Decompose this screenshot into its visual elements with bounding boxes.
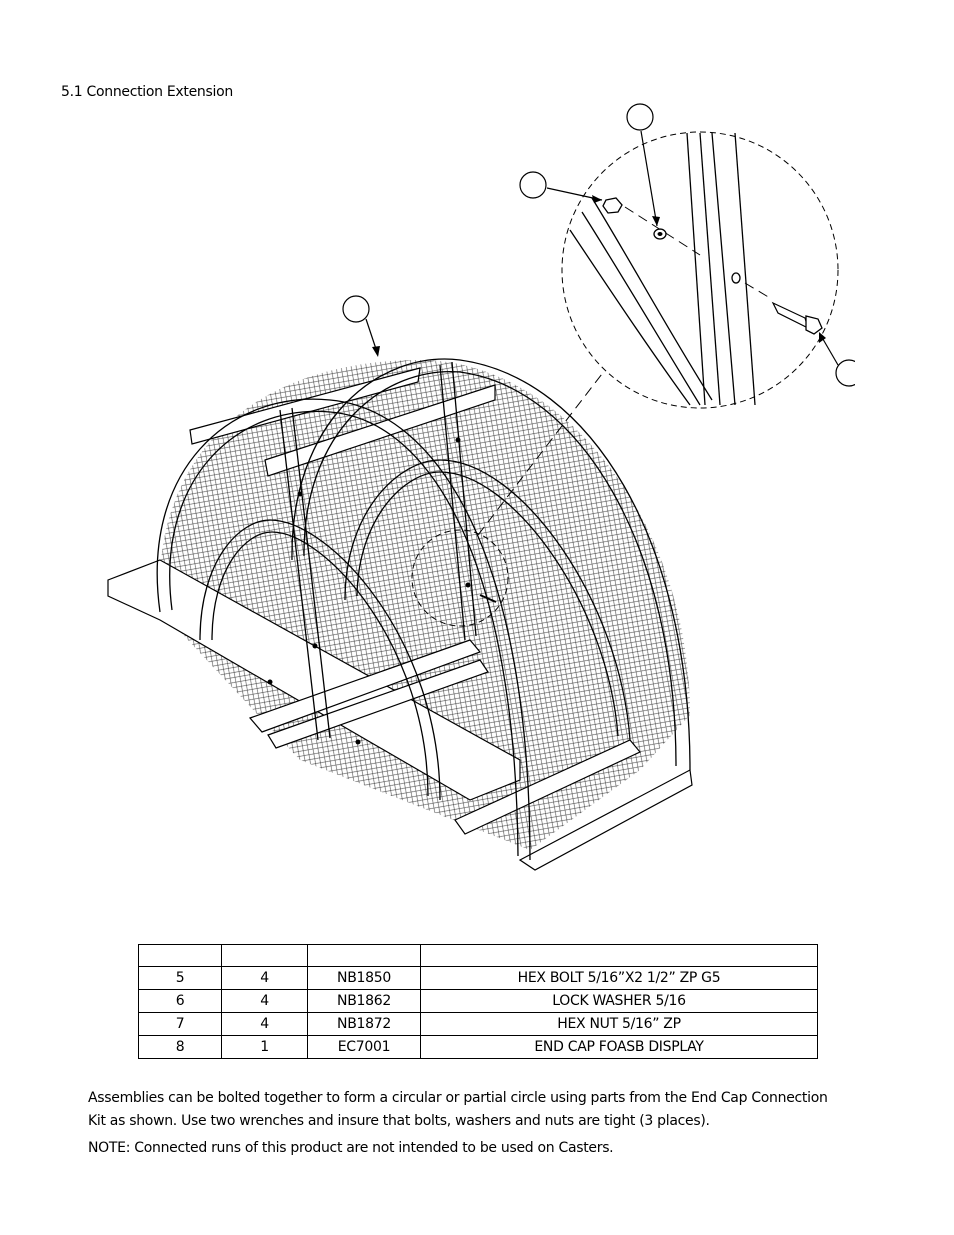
base-tube-left (107, 559, 521, 801)
base-tube-rear (518, 769, 693, 871)
part-number: NB1862 (307, 989, 421, 1013)
arch-inner-2 (344, 459, 631, 741)
description: HEX BOLT 5/16”X2 1/2” ZP G5 (420, 966, 818, 990)
instruction-line-2: Kit as shown. Use two wrenches and insur… (88, 1113, 710, 1129)
section-title: 5.1 Connection Extension (61, 84, 233, 100)
part-number: NB1850 (307, 966, 421, 990)
header-part (307, 944, 421, 967)
quantity: 4 (221, 1012, 308, 1036)
top-tube-2 (189, 367, 421, 445)
instruction-line-1: Assemblies can be bolted together to for… (88, 1090, 828, 1106)
description: HEX NUT 5/16” ZP (420, 1012, 818, 1036)
table-row: 5 4 NB1850 HEX BOLT 5/16”X2 1/2” ZP G5 (138, 966, 818, 990)
description: END CAP FOASB DISPLAY (420, 1035, 818, 1059)
callout-balloon-assembly (342, 295, 370, 323)
header-qty (221, 944, 308, 967)
parts-table: 5 4 NB1850 HEX BOLT 5/16”X2 1/2” ZP G5 6… (138, 944, 818, 1059)
post-1 (279, 409, 319, 741)
arch-outer-2 (291, 358, 691, 771)
quantity: 4 (221, 966, 308, 990)
post-2 (439, 364, 466, 641)
detail-circle-large (561, 131, 839, 409)
header-description (420, 944, 818, 967)
post-1b (291, 407, 331, 739)
description: LOCK WASHER 5/16 (420, 989, 818, 1013)
table-header-row (138, 944, 818, 967)
arch-outer-2b (303, 370, 677, 767)
instruction-paragraph: Assemblies can be bolted together to for… (88, 1087, 848, 1133)
note-text: NOTE: Connected runs of this product are… (88, 1140, 614, 1156)
top-tube-1 (264, 384, 496, 477)
part-number: EC7001 (307, 1035, 421, 1059)
quantity: 1 (221, 1035, 308, 1059)
arch-outer-1b (169, 410, 519, 857)
item-number: 6 (138, 989, 222, 1013)
callout-balloon-top (626, 103, 654, 131)
part-number: NB1872 (307, 1012, 421, 1036)
arch-inner-1b (211, 531, 429, 797)
header-item (138, 944, 222, 967)
bolt-hole (731, 272, 741, 284)
callout-balloon-right (835, 359, 855, 387)
post-2b (451, 361, 477, 637)
callout-balloon-left (519, 171, 547, 199)
item-number: 8 (138, 1035, 222, 1059)
hex-nut (602, 197, 623, 214)
table-row: 8 1 EC7001 END CAP FOASB DISPLAY (138, 1035, 818, 1059)
base-tube-front (248, 639, 482, 733)
item-number: 7 (138, 1012, 222, 1036)
table-row: 6 4 NB1862 LOCK WASHER 5/16 (138, 989, 818, 1013)
detail-circle-small (411, 529, 509, 627)
arch-outer-1 (156, 398, 531, 861)
arch-inner-1 (199, 519, 441, 801)
item-number: 5 (138, 966, 222, 990)
table-row: 7 4 NB1872 HEX NUT 5/16” ZP (138, 1012, 818, 1036)
assembly-diagram (107, 103, 855, 871)
quantity: 4 (221, 989, 308, 1013)
base-tube-right (454, 739, 641, 835)
detail-leader (477, 369, 606, 536)
